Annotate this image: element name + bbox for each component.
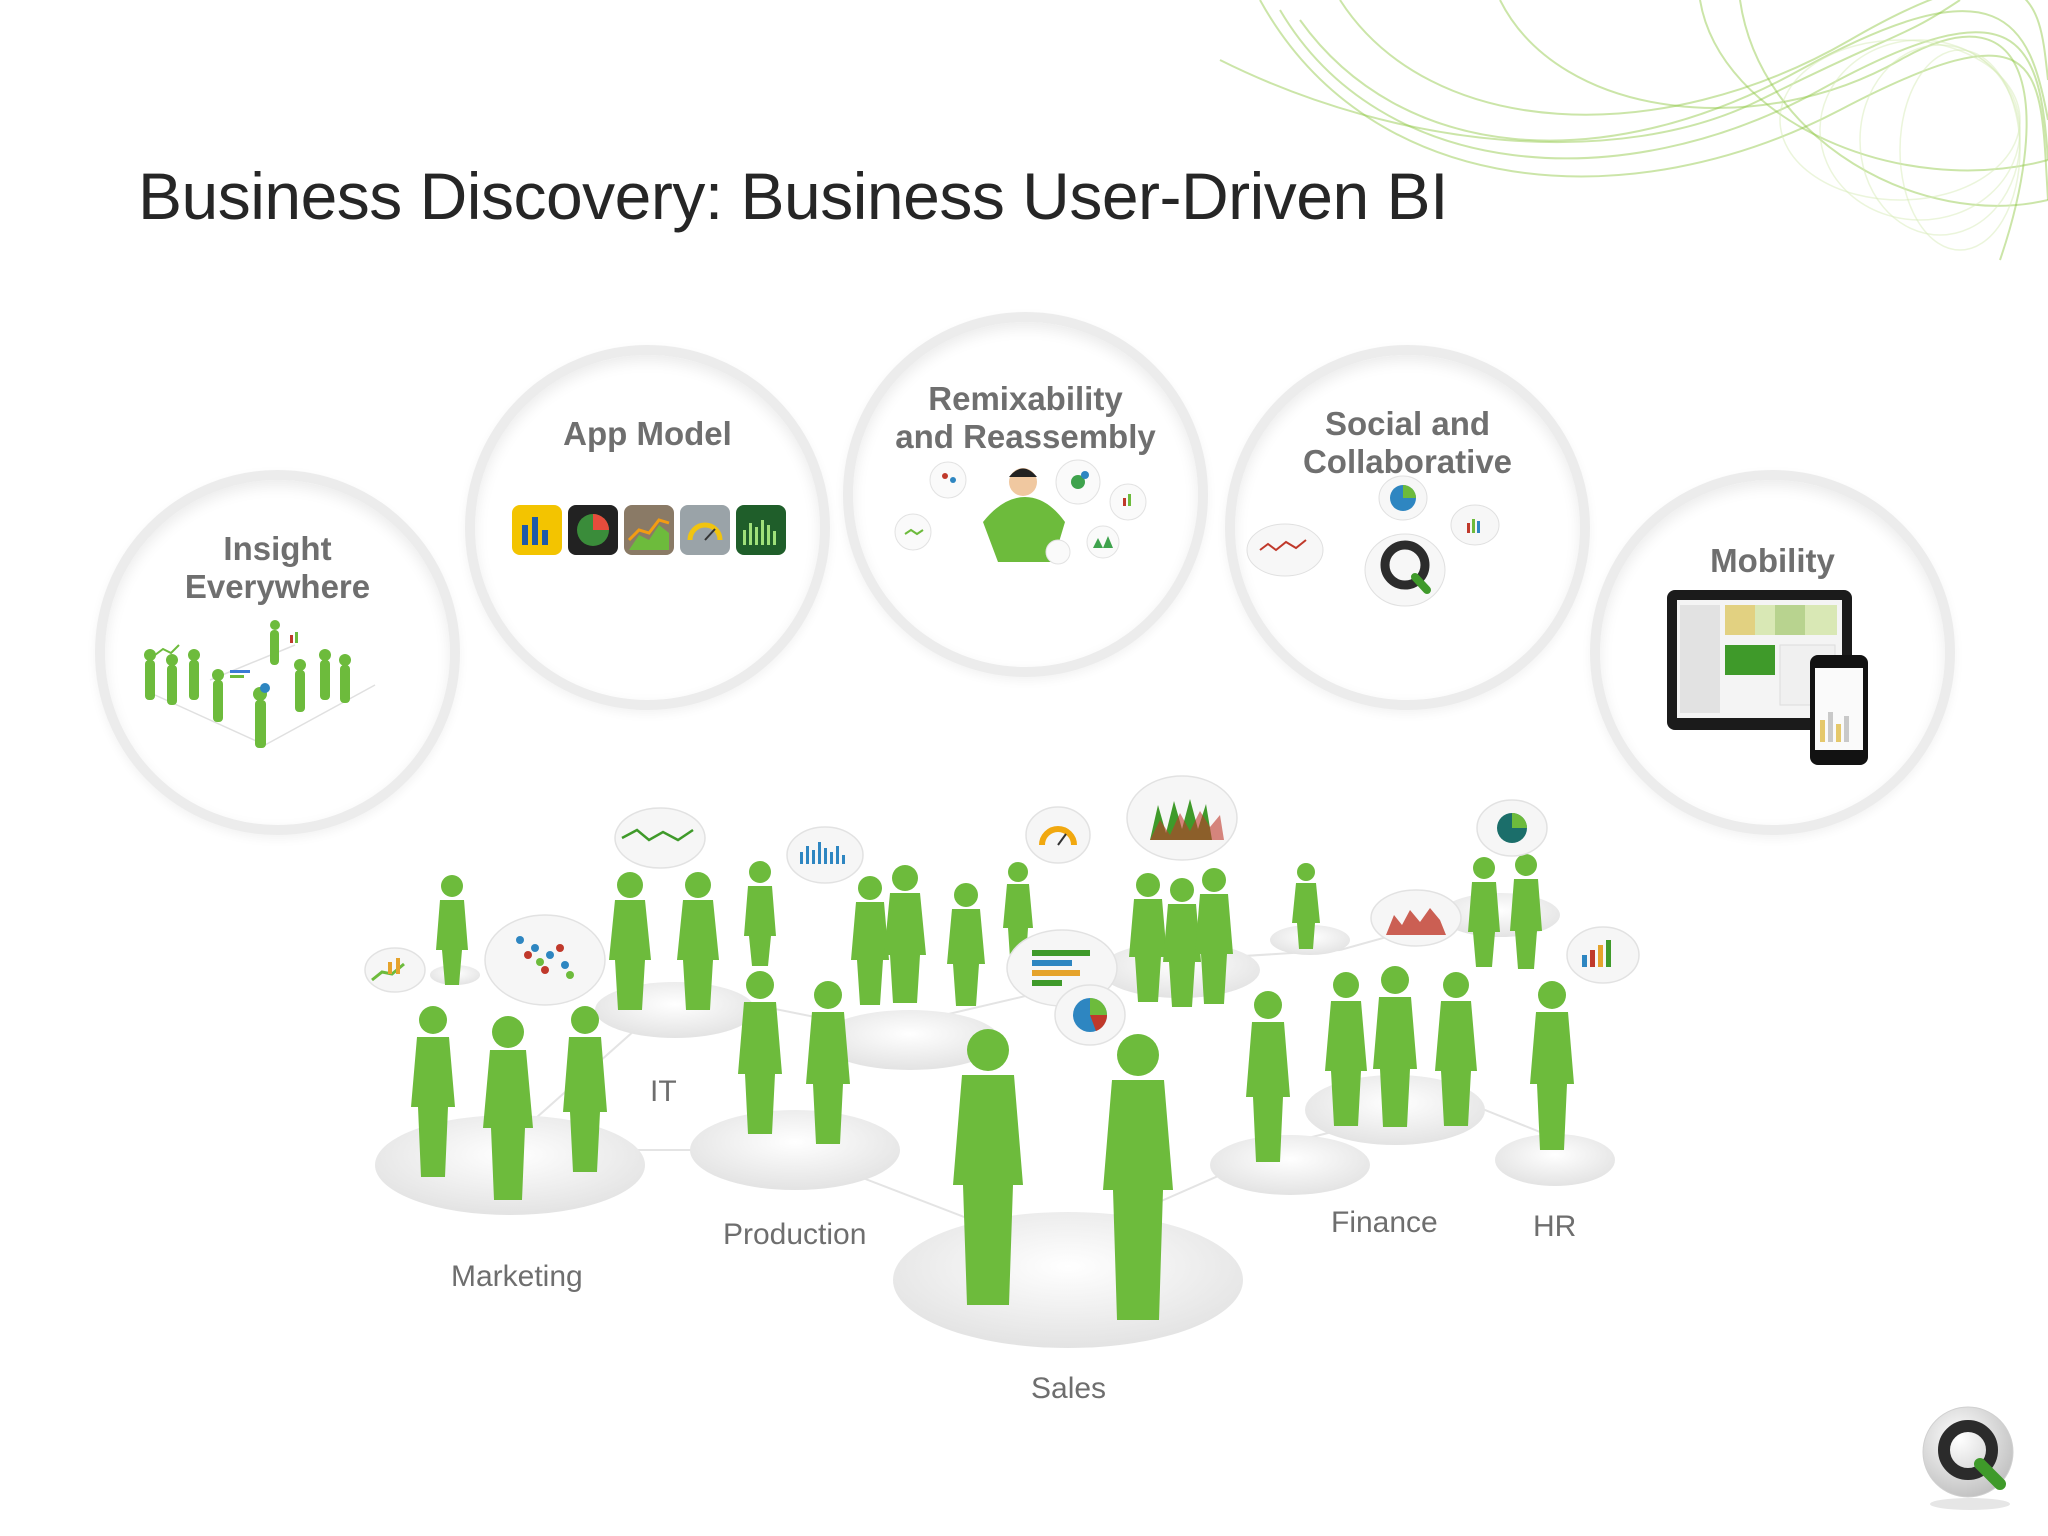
person-silhouette bbox=[947, 883, 985, 1006]
bubble-label: Mobility bbox=[1710, 542, 1835, 579]
person-silhouette bbox=[1195, 868, 1233, 1004]
dept-label-finance: Finance bbox=[1331, 1206, 1438, 1239]
dept-label-it: IT bbox=[650, 1075, 677, 1108]
person-silhouette bbox=[1325, 972, 1367, 1126]
person-silhouette bbox=[744, 861, 776, 966]
app-tiles-row bbox=[512, 505, 786, 555]
bubble-label: Remixability and Reassembly bbox=[895, 380, 1156, 455]
bubble-social-collaborative: Social and Collaborative bbox=[1225, 345, 1590, 710]
person-silhouette bbox=[563, 1006, 607, 1172]
person-silhouette bbox=[738, 971, 782, 1134]
person-silhouette bbox=[1435, 972, 1477, 1126]
person-juggling-charts-icon bbox=[894, 459, 1147, 565]
column-chart-icon bbox=[736, 505, 786, 555]
person-silhouette bbox=[1103, 1034, 1173, 1320]
person-silhouette bbox=[436, 875, 468, 985]
person-silhouette bbox=[483, 1016, 533, 1200]
person-silhouette bbox=[1129, 873, 1167, 1002]
bubble-insight-everywhere: Insight Everywhere bbox=[95, 470, 460, 835]
bubble-label: App Model bbox=[563, 415, 732, 452]
social-chat-icon bbox=[1246, 475, 1500, 607]
person-silhouette bbox=[609, 872, 651, 1010]
person-silhouette bbox=[677, 872, 719, 1010]
area-chart-icon bbox=[624, 505, 674, 555]
person-silhouette bbox=[851, 876, 889, 1005]
green-swirl-decoration bbox=[1219, 0, 2048, 261]
person-silhouette bbox=[884, 865, 926, 1003]
person-silhouette bbox=[806, 981, 850, 1144]
person-silhouette bbox=[1373, 966, 1417, 1127]
bubble-label: Insight Everywhere bbox=[184, 530, 371, 605]
slide-title: Business Discovery: Business User-Driven… bbox=[138, 159, 1448, 233]
person-silhouette bbox=[1510, 854, 1542, 969]
dept-label-production: Production bbox=[723, 1218, 867, 1251]
dept-label-hr: HR bbox=[1533, 1210, 1577, 1243]
people-network-icon bbox=[144, 620, 376, 748]
gauge-icon bbox=[680, 505, 730, 555]
bubble-app-model: App Model bbox=[465, 345, 830, 710]
person-silhouette bbox=[411, 1006, 455, 1177]
pie-chart-icon bbox=[568, 505, 618, 555]
dept-label-sales: Sales bbox=[1031, 1372, 1107, 1405]
person-silhouette bbox=[1468, 857, 1500, 967]
dept-label-marketing: Marketing bbox=[451, 1260, 583, 1293]
bubble-mobility: Mobility bbox=[1590, 470, 1955, 835]
bubble-label: Social and Collaborative bbox=[1302, 405, 1513, 480]
person-silhouette bbox=[1246, 991, 1290, 1162]
bar-chart-icon bbox=[512, 505, 562, 555]
person-silhouette bbox=[1292, 863, 1320, 949]
person-silhouette bbox=[1530, 981, 1574, 1150]
tablet-phone-icon bbox=[1667, 590, 1868, 765]
person-silhouette bbox=[953, 1029, 1023, 1305]
bubble-remixability: Remixability and Reassembly bbox=[843, 312, 1208, 677]
person-silhouette bbox=[1163, 878, 1201, 1007]
qlik-q-logo-icon bbox=[1922, 1406, 2014, 1510]
